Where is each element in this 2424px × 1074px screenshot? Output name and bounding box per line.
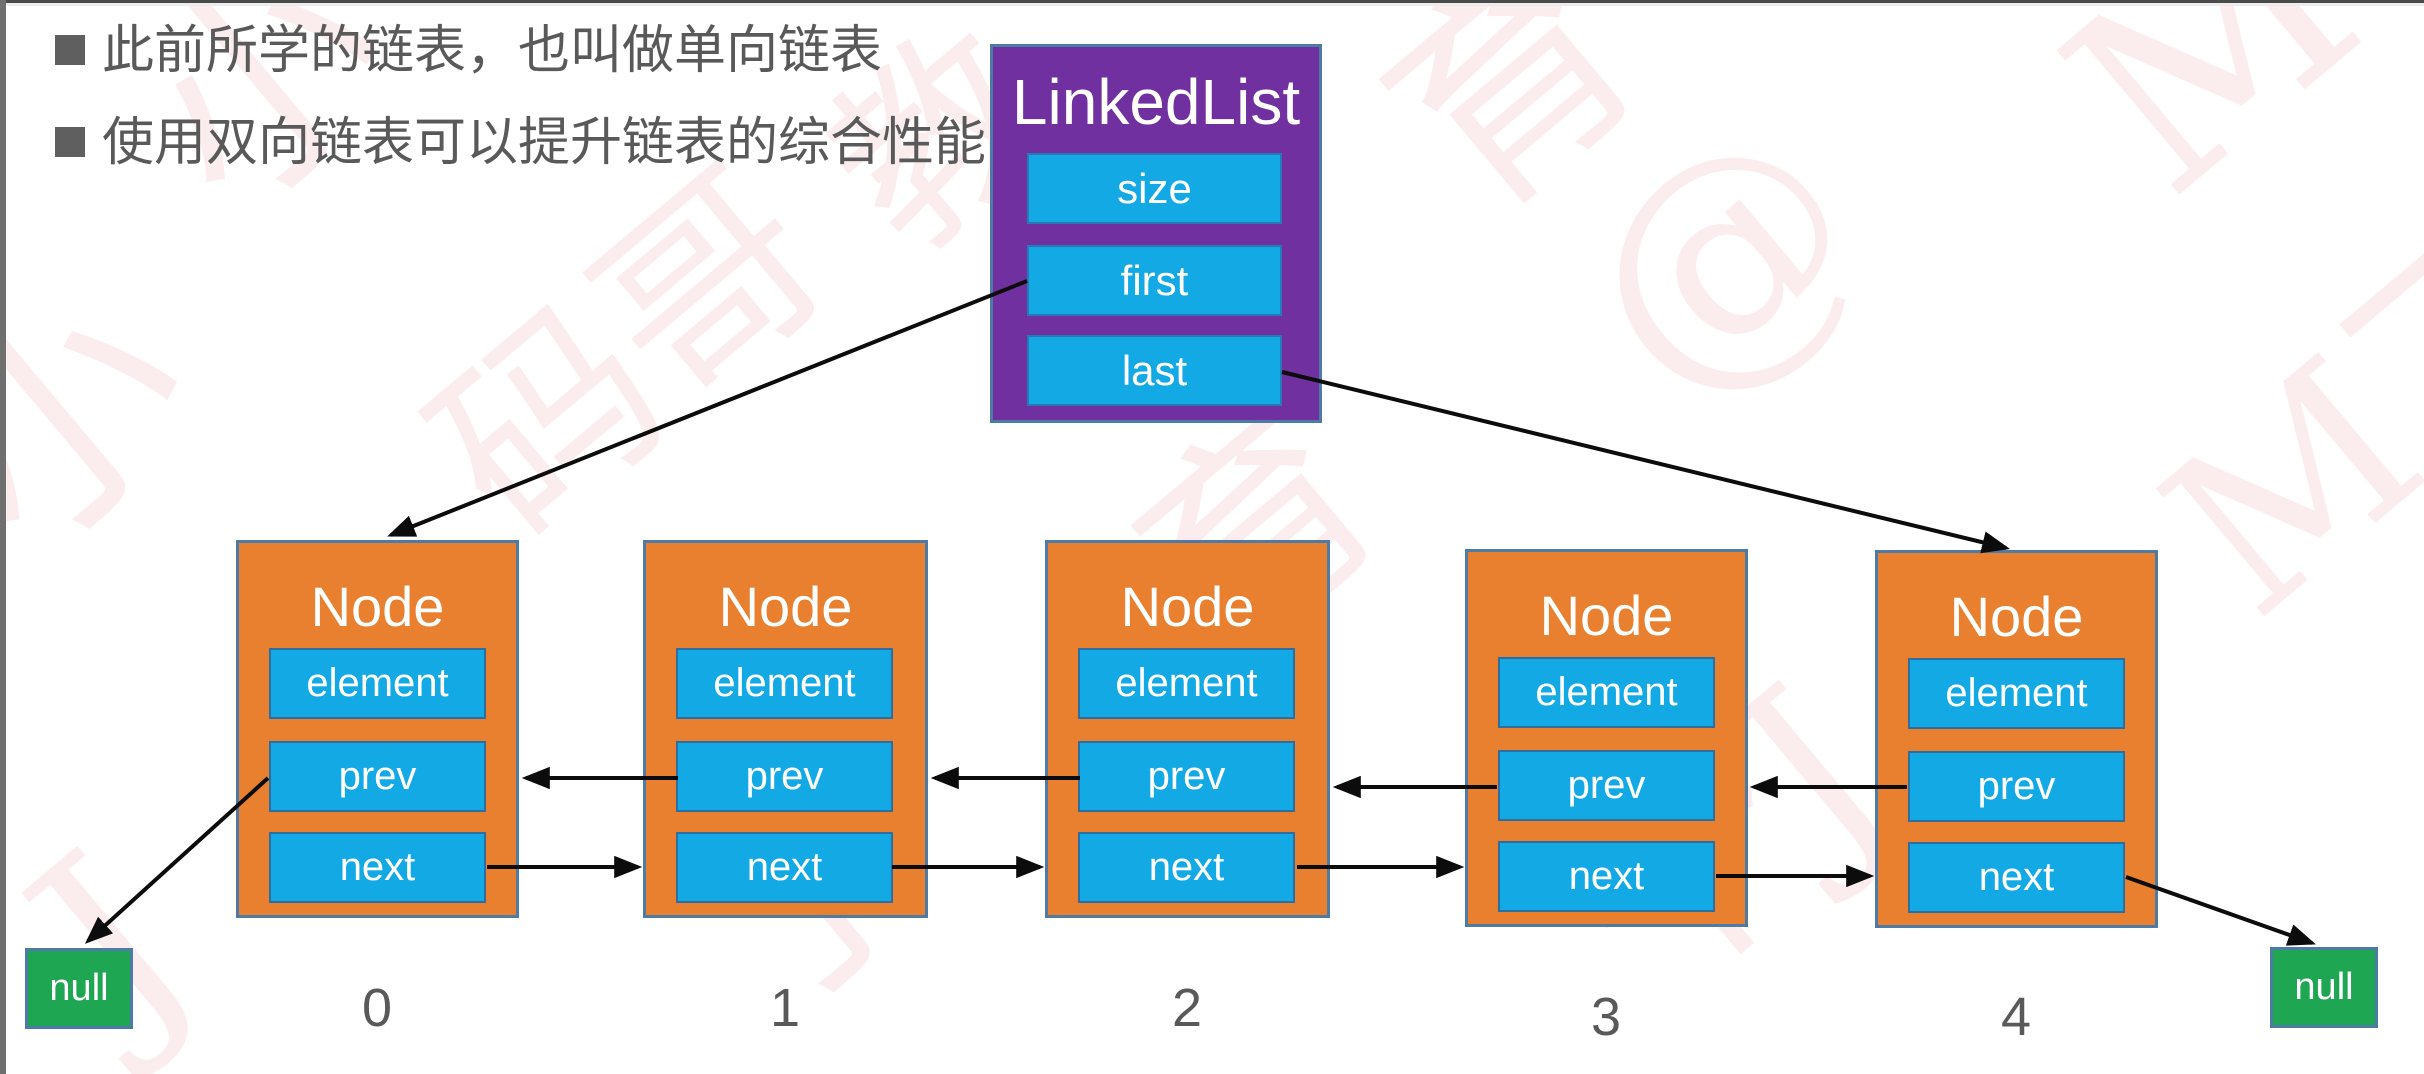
watermark-text: 育	[1340, 0, 1689, 261]
node-field-prev: prev	[676, 741, 893, 812]
node-field-next: next	[1498, 841, 1715, 912]
linkedlist-box: LinkedList size first last	[990, 44, 1322, 423]
node-field-prev: prev	[1078, 741, 1295, 812]
watermark-text: @	[1523, 60, 1917, 460]
node-index-label: 4	[2000, 987, 2032, 1047]
null-box-left: null	[25, 948, 133, 1029]
node-field-next: next	[1908, 842, 2125, 913]
node-title: Node	[1120, 575, 1255, 638]
bullet-square-icon	[55, 127, 85, 157]
node-box-0: Node element prev next	[236, 540, 519, 918]
linkedlist-title: LinkedList	[1011, 66, 1301, 138]
bullet-text: 此前所学的链表，也叫做单向链表	[102, 22, 883, 80]
slide-left-border	[0, 0, 6, 1074]
node-field-element: element	[676, 648, 893, 719]
bullet-text: 使用双向链表可以提升链表的综合性能	[102, 114, 987, 172]
node-box-4: Node element prev next	[1875, 550, 2158, 928]
node-field-element: element	[1498, 657, 1715, 728]
node-index-label: 1	[769, 978, 801, 1038]
arrow-first-to-node0	[387, 279, 1028, 537]
watermark-text: 码哥	[390, 125, 870, 584]
arrow-last-to-node4	[1281, 370, 2011, 554]
linkedlist-field-first: first	[1027, 245, 1282, 316]
node-box-1: Node element prev next	[643, 540, 928, 918]
bullet-line-1: 此前所学的链表，也叫做单向链表	[55, 22, 882, 80]
node-box-2: Node element prev next	[1045, 540, 1330, 918]
node-field-next: next	[676, 832, 893, 903]
node-field-prev: prev	[1908, 751, 2125, 822]
slide-top-border	[0, 0, 2424, 3]
watermark-text: M了	[2118, 162, 2424, 667]
watermark-text: 小	[0, 235, 242, 605]
slide-top-border-light	[0, 3, 2424, 6]
node-field-prev: prev	[269, 741, 486, 812]
node-index-label: 0	[361, 978, 393, 1038]
bullet-line-2: 使用双向链表可以提升链表的综合性能	[55, 114, 986, 172]
linkedlist-field-last: last	[1027, 335, 1282, 406]
node-box-3: Node element prev next	[1465, 549, 1748, 927]
null-box-right: null	[2270, 947, 2378, 1028]
node-field-prev: prev	[1498, 750, 1715, 821]
node-field-element: element	[1078, 648, 1295, 719]
node-field-element: element	[1908, 658, 2125, 729]
node-index-label: 3	[1590, 987, 1622, 1047]
linkedlist-field-size: size	[1027, 153, 1282, 224]
node-title: Node	[718, 575, 853, 638]
node-field-next: next	[269, 832, 486, 903]
node-title: Node	[1539, 584, 1674, 647]
node-field-next: next	[1078, 832, 1295, 903]
watermark-text: M	[2014, 0, 2413, 252]
node-field-element: element	[269, 648, 486, 719]
node-index-label: 2	[1171, 978, 1203, 1038]
node-title: Node	[1949, 585, 2084, 648]
bullet-square-icon	[55, 35, 85, 65]
node-title: Node	[310, 575, 445, 638]
